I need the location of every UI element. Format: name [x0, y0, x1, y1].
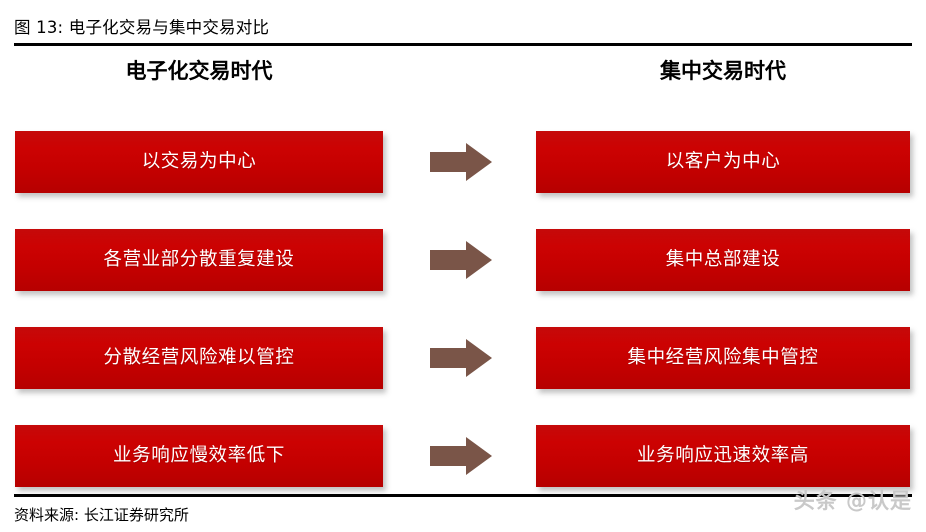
header-divider	[14, 43, 912, 46]
right-box: 集中总部建设	[536, 229, 910, 291]
left-box-label: 业务响应慢效率低下	[113, 445, 285, 466]
figure-header: 图 13: 电子化交易与集中交易对比	[14, 16, 912, 46]
comparison-row: 业务响应慢效率低下 业务响应迅速效率高	[0, 425, 926, 487]
comparison-row: 各营业部分散重复建设 集中总部建设	[0, 229, 926, 291]
left-box-label: 分散经营风险难以管控	[103, 347, 295, 368]
figure-title: 图 13: 电子化交易与集中交易对比	[14, 18, 270, 37]
right-arrow-icon	[430, 143, 492, 181]
right-box-label: 集中经营风险集中管控	[627, 347, 819, 368]
watermark: 头条 @认是	[793, 489, 912, 513]
left-box: 分散经营风险难以管控	[15, 327, 383, 389]
left-box: 各营业部分散重复建设	[15, 229, 383, 291]
right-box-label: 业务响应迅速效率高	[637, 445, 809, 466]
right-box: 集中经营风险集中管控	[536, 327, 910, 389]
right-box: 以客户为中心	[536, 131, 910, 193]
footer-divider	[14, 494, 912, 497]
right-box-label: 集中总部建设	[665, 249, 781, 270]
right-box-label: 以客户为中心	[665, 151, 781, 172]
right-arrow-icon	[430, 241, 492, 279]
left-box: 以交易为中心	[15, 131, 383, 193]
right-box: 业务响应迅速效率高	[536, 425, 910, 487]
left-box-label: 各营业部分散重复建设	[103, 249, 295, 270]
comparison-row: 以交易为中心 以客户为中心	[0, 131, 926, 193]
right-arrow-icon	[430, 339, 492, 377]
comparison-row: 分散经营风险难以管控 集中经营风险集中管控	[0, 327, 926, 389]
source-label: 资料来源: 长江证券研究所	[14, 506, 189, 524]
left-box: 业务响应慢效率低下	[15, 425, 383, 487]
column-header-right: 集中交易时代	[660, 59, 786, 83]
column-header-left: 电子化交易时代	[125, 59, 273, 83]
right-arrow-icon	[430, 437, 492, 475]
left-box-label: 以交易为中心	[141, 151, 257, 172]
